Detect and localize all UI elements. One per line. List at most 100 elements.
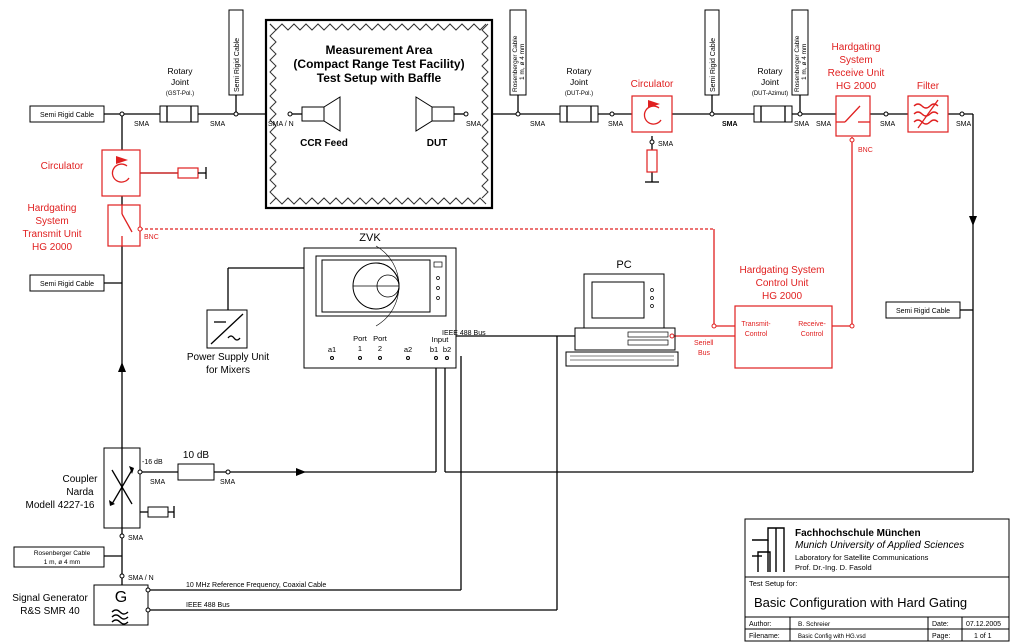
author-value: B. Schreier: [798, 621, 831, 628]
circulator-left-label: Circulator: [41, 161, 84, 172]
coupler-label-1: Coupler: [62, 474, 98, 485]
sma-label: SMA: [816, 121, 832, 128]
semi-rigid-cable-left: Semi Rigid Cable: [40, 112, 94, 119]
hg-control-receive-1: Receive-: [798, 321, 826, 328]
pc-case-icon: [574, 327, 676, 351]
ma-title-1: Measurement Area: [326, 43, 433, 57]
title-block: Fachhochschule München Munich University…: [744, 518, 1010, 642]
power-supply-label-2: for Mixers: [206, 365, 250, 376]
coupler-label-2: Narda: [66, 487, 94, 498]
test-setup-label: Test Setup for:: [749, 579, 797, 588]
rotary-az-label-2: Joint: [761, 77, 780, 87]
sma-label: SMA: [608, 121, 624, 128]
semi-rigid-cable-right: Semi Rigid Cable: [896, 308, 950, 315]
filter-label: Filter: [917, 81, 940, 92]
rotary-dut-label-1: Rotary: [566, 66, 592, 76]
hg-rx-label-3: Receive Unit: [828, 68, 885, 79]
semi-rigid-cable-vertical-1: Semi Rigid Cable: [234, 38, 241, 92]
org-name-1: Fachhochschule München: [795, 528, 921, 539]
circulator-left-icon: [101, 149, 141, 197]
absorber-left: [269, 23, 277, 199]
rosenberger-cable-vertical-2b: 1 m, ø 4 mm: [801, 44, 808, 80]
ccr-feed-icon: [301, 106, 325, 122]
zvk-port1-1: Port: [353, 334, 368, 343]
circulator-sma-label: SMA: [658, 141, 674, 148]
rotary-gst-label-3: (GST-Pol.): [166, 91, 194, 97]
rotary-dut-label-3: (DUT-Pol.): [565, 91, 593, 97]
ma-sma-n: SMA / N: [268, 121, 294, 128]
circulator-top-label: Circulator: [631, 79, 674, 90]
left-chain: Circulator BNC Hardgating System Transmi…: [12, 149, 326, 626]
ieee-bus-label-siggen: IEEE 488 Bus: [186, 602, 230, 609]
hg-control-label-2: Control Unit: [756, 278, 809, 289]
coupler-minus16-label: -16 dB: [142, 459, 163, 466]
attenuator-label: 10 dB: [183, 450, 209, 461]
power-supply: Power Supply Unit for Mixers: [187, 309, 269, 376]
rotary-az-label-1: Rotary: [757, 66, 783, 76]
ma-title-3: Test Setup with Baffle: [317, 71, 442, 85]
rotary-gst-label-2: Joint: [171, 77, 190, 87]
sma-label: SMA: [794, 121, 810, 128]
hg-rx-label-1: Hardgating: [832, 42, 881, 53]
hg-tx-label-4: HG 2000: [32, 242, 72, 253]
signal-generator-symbol: G: [115, 589, 127, 606]
absorber-top: [269, 23, 487, 31]
absorber-bottom: [269, 197, 487, 205]
rosenberger-cable-vertical-1b: 1 m, ø 4 mm: [519, 44, 526, 80]
page-value: 1 of 1: [974, 633, 992, 640]
test-setup-title: Basic Configuration with Hard Gating: [754, 595, 967, 610]
rotary-joint-dut-icon: [559, 105, 599, 123]
zvk-input: Input: [432, 335, 450, 344]
page-label: Page:: [932, 633, 950, 640]
hg-tx-label-2: System: [35, 216, 68, 227]
rotary-joint-gst-icon: [159, 105, 199, 123]
org-name-2: Munich University of Applied Sciences: [795, 540, 964, 551]
sma-label: SMA: [530, 121, 546, 128]
hg-control-label-3: HG 2000: [762, 291, 802, 302]
ma-title-2: (Compact Range Test Facility): [293, 57, 464, 71]
zvk-port2-1: Port: [373, 334, 388, 343]
semi-rigid-cable-vertical-2: Semi Rigid Cable: [710, 38, 717, 92]
author-label: Author:: [749, 621, 772, 628]
rotary-gst-label-1: Rotary: [167, 66, 193, 76]
signal-generator-label-2: R&S SMR 40: [20, 606, 80, 617]
top-chain: Semi Rigid Cable SMA Rotary Joint (GST-P…: [29, 9, 972, 173]
sma-label: SMA: [956, 121, 972, 128]
rotary-dut-label-2: Joint: [570, 77, 589, 87]
ma-sma-right: SMA: [466, 121, 482, 128]
zvk-ieee-label: IEEE 488 Bus: [442, 330, 486, 337]
pc-title: PC: [616, 259, 631, 271]
pc: PC Seriell Bus: [565, 259, 714, 367]
rotary-joint-azimut-icon: [753, 105, 793, 123]
sma-label: SMA: [210, 121, 226, 128]
signal-generator-label-1: Signal Generator: [12, 593, 88, 604]
sma-label: SMA: [722, 121, 738, 128]
sma-n-label: SMA / N: [128, 575, 154, 582]
measurement-area: Measurement Area (Compact Range Test Fac…: [264, 18, 494, 210]
filename-value: Basic Config with HG.vsd: [798, 634, 866, 640]
coupler-label-3: Modell 4227-16: [26, 500, 95, 511]
hg-control-unit: Hardgating System Control Unit HG 2000 T…: [711, 265, 855, 369]
hg-control-transmit-2: Control: [745, 331, 768, 338]
date-label: Date:: [932, 621, 949, 628]
dut-label: DUT: [427, 138, 448, 149]
ref-frequency-label: 10 MHz Reference Frequency, Coaxial Cabl…: [186, 582, 326, 589]
org-name-4: Prof. Dr.-Ing. D. Fasold: [795, 563, 872, 572]
hg-control-receive-2: Control: [801, 331, 824, 338]
sma-label: SMA: [134, 121, 150, 128]
attenuator-icon: [177, 463, 215, 481]
ccr-feed-label: CCR Feed: [300, 138, 348, 149]
bnc-rx-label: BNC: [858, 147, 873, 154]
sma-label: SMA: [150, 479, 166, 486]
sma-label: SMA: [128, 535, 144, 542]
right-cable: Semi Rigid Cable: [885, 301, 961, 319]
zvk-title: ZVK: [359, 232, 381, 244]
hardgating-transmit-unit-icon: [107, 204, 141, 247]
absorber-right: [481, 23, 489, 199]
sma-label: SMA: [220, 479, 236, 486]
hg-control-unit-icon: [734, 305, 833, 369]
rotary-az-label-3: (DUT-Azimut): [752, 91, 788, 97]
pc-serial-1: Seriell: [694, 340, 714, 347]
rosenberger-left-2: 1 m, ø 4 mm: [44, 559, 80, 566]
zvk-port1-2: 1: [358, 344, 362, 353]
